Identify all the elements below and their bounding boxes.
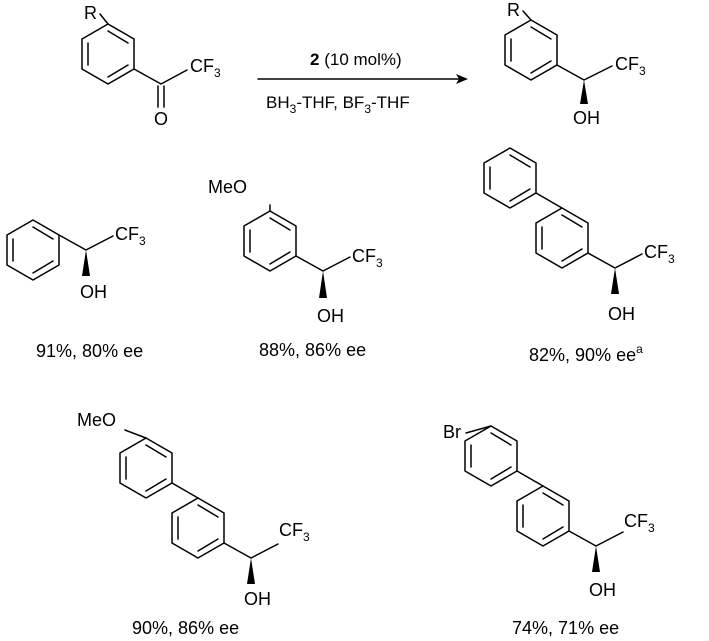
svg-text:OH: OH [244, 589, 271, 609]
svg-text:CF3: CF3 [279, 520, 310, 544]
substrate-co-double-bond [157, 85, 165, 108]
catalyst-label: 2 (10 mol%) [310, 50, 402, 69]
br-label: Br [443, 422, 461, 442]
example-phenyl: OH CF3 [6, 219, 146, 302]
product-oh-label: OH [573, 108, 600, 128]
example-methoxyphenyl: MeO OH CF3 [208, 177, 383, 326]
substrate-ring-double-bonds [87, 30, 129, 78]
general-product: R OH CF3 [504, 0, 646, 128]
example-methoxybiphenyl: MeO OH CF3 [77, 410, 310, 609]
example-biphenyl-wedge [611, 268, 619, 294]
svg-text:OH: OH [589, 580, 616, 600]
example-bromobiphenyl: Br OH CF3 [443, 422, 655, 600]
product-carbinol-bond [556, 64, 613, 81]
example-phenyl-result: 91%, 80% ee [36, 341, 143, 361]
substrate-r-label: R [84, 3, 97, 23]
svg-text:CF3: CF3 [624, 511, 655, 535]
example-methoxyphenyl-result: 88%, 86% ee [259, 340, 366, 360]
reaction-arrow [257, 74, 468, 84]
svg-text:CF3: CF3 [644, 242, 675, 266]
svg-text:OH: OH [608, 304, 635, 324]
svg-text:OH: OH [317, 306, 344, 326]
example-bromobiphenyl-result: 74%, 71% ee [512, 618, 619, 638]
example-methoxyphenyl-wedge [319, 271, 327, 298]
product-ring [504, 19, 558, 81]
meo-label: MeO [208, 177, 247, 197]
substrate-cf3-label: CF3 [190, 56, 221, 80]
svg-text:OH: OH [80, 282, 107, 302]
substrate-ring [81, 23, 135, 85]
product-r-bond [522, 10, 532, 21]
svg-text:CF3: CF3 [352, 246, 383, 270]
substrate-ketone: R O CF3 [81, 3, 221, 129]
meo-biphenyl-label: MeO [77, 410, 116, 430]
example-methoxybiphenyl-wedge [247, 558, 255, 584]
example-biphenyl-result: 82%, 90% eea [529, 342, 643, 365]
product-ring-double-bonds [510, 26, 552, 74]
product-cf3-label: CF3 [615, 54, 646, 78]
example-biphenyl: OH CF3 [483, 147, 675, 324]
substrate-r-bond [99, 13, 109, 25]
reagents-label: BH3-THF, BF3-THF [266, 93, 410, 116]
example-phenyl-wedge [82, 250, 90, 276]
product-wedge-bond [580, 80, 588, 104]
example-methoxybiphenyl-result: 90%, 86% ee [132, 618, 239, 638]
svg-text:CF3: CF3 [115, 224, 146, 248]
example-bromobiphenyl-wedge [592, 546, 600, 572]
arrow-head [456, 74, 468, 84]
substrate-oxygen-label: O [154, 109, 168, 129]
substrate-carbonyl-bond [133, 68, 188, 85]
product-r-label: R [507, 0, 520, 20]
